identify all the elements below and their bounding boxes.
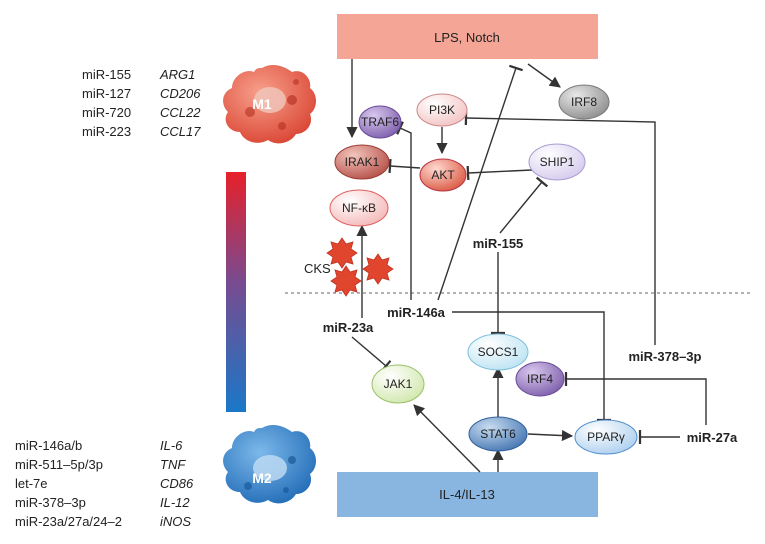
svg-text:NF-κB: NF-κB [342,201,376,215]
m2-gene-1: IL-6 [160,438,183,453]
m1-mirna-4: miR-223 [82,124,131,139]
node-jak1: JAK1 [371,364,425,404]
mir27a-label: miR-27a [687,430,738,445]
edge-mir155-ship1 [499,176,549,234]
node-socs1: SOCS1 [467,333,529,371]
svg-text:AKT: AKT [431,168,455,182]
mir23a-label: miR-23a [323,320,374,335]
m1-label: M1 [252,96,272,112]
m2-mirna-5: miR-23a/27a/24–2 [15,514,122,529]
m2-gene-3: CD86 [160,476,194,491]
edge-mir378-pi3k [464,110,656,345]
node-ppar: PPARγ [574,419,638,455]
edge-mir146a-ppar [452,311,611,422]
bottom-banner [337,472,598,517]
edge-ship1-akt [466,165,533,181]
polarization-gradient-bar [226,172,246,412]
node-akt: AKT [419,158,467,192]
edge-mir146a-lps [437,64,523,301]
svg-text:SOCS1: SOCS1 [478,345,519,359]
pathway-edges [346,59,707,473]
edge-akt-irak1 [388,158,421,174]
svg-text:TRAF6: TRAF6 [361,115,399,129]
cks-label: CKS [304,261,331,276]
m1-gene-3: CCL22 [160,105,201,120]
bottom-banner-label: IL-4/IL-13 [439,487,495,502]
svg-text:IRAK1: IRAK1 [345,155,380,169]
mir155-label: miR-155 [473,236,524,251]
m1-gene-2: CD206 [160,86,201,101]
edge-mir146a-traf6 [396,121,412,300]
m2-mirna-1: miR-146a/b [15,438,82,453]
node-pi3k: PI3K [416,93,468,127]
svg-text:PPARγ: PPARγ [587,430,625,444]
top-banner [337,14,598,59]
svg-text:JAK1: JAK1 [384,377,413,391]
m2-label: M2 [252,470,272,486]
m2-cell: M2 [223,425,316,504]
svg-text:STAT6: STAT6 [480,427,516,441]
m1-gene-4: CCL17 [160,124,201,139]
svg-text:SHIP1: SHIP1 [540,155,575,169]
edge-mir23a-jak1 [351,336,392,373]
svg-text:IRF8: IRF8 [571,95,597,109]
m1-mirna-1: miR-155 [82,67,131,82]
m2-mirna-3: let-7e [15,476,48,491]
m2-gene-5: iNOS [160,514,191,529]
m2-gene-4: IL-12 [160,495,190,510]
m2-gene-2: TNF [160,457,186,472]
edge-lps-irf8 [527,63,561,88]
node-irf8: IRF8 [558,84,610,120]
m1-mirna-3: miR-720 [82,105,131,120]
m1-gene-1: ARG1 [159,67,195,82]
edge-mir27a-irf4 [564,372,707,425]
node-stat6: STAT6 [468,416,528,452]
svg-text:IRF4: IRF4 [527,372,553,386]
m2-mirna-2: miR-511–5p/3p [15,457,103,472]
edge-il4-jak1 [413,404,481,473]
svg-text:PI3K: PI3K [429,103,455,117]
mir378-label: miR-378–3p [629,349,702,364]
m1-mirna-2: miR-127 [82,86,131,101]
cks-starbursts [326,237,394,297]
top-banner-label: LPS, Notch [434,30,500,45]
m1-cell: M1 [223,65,316,144]
m2-mirna-4: miR-378–3p [15,495,86,510]
node-traf6: TRAF6 [358,105,402,139]
node-nfkb: NF-κB [329,189,389,227]
edge-stat6-ppar [527,429,574,442]
node-irak1: IRAK1 [334,144,390,180]
node-ship1: SHIP1 [528,143,586,181]
mir146a-label: miR-146a [387,305,446,320]
node-irf4: IRF4 [515,361,565,397]
